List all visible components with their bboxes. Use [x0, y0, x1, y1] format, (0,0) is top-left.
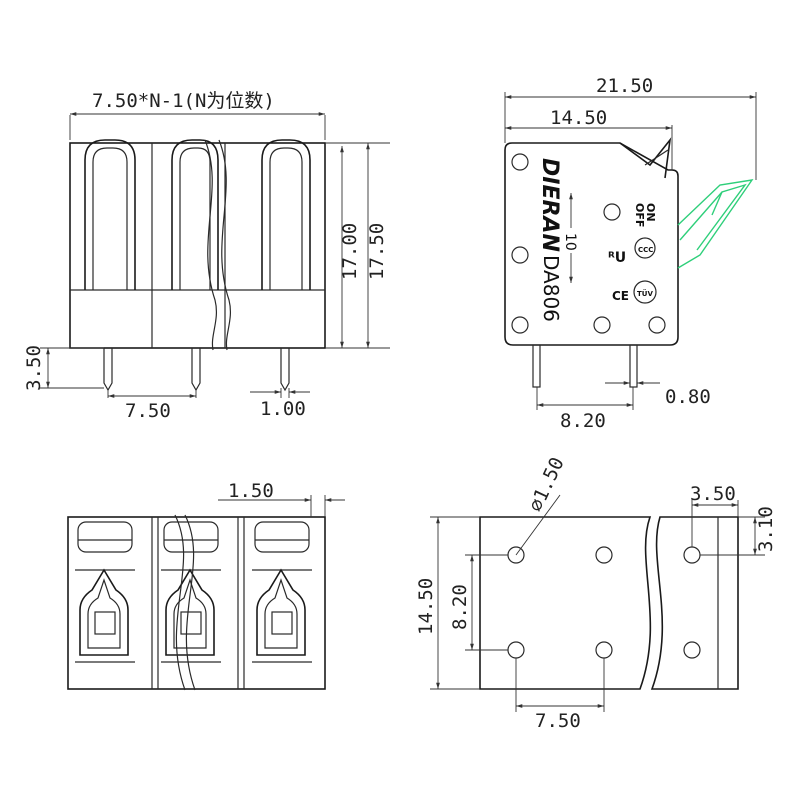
- front-view: 7.50*N-1(N为位数) 17.00 17.50 3.50 7.50 1.0…: [23, 90, 390, 422]
- wire-label: 10: [562, 233, 578, 251]
- pcb-hole-dia-label: ⌀1.50: [525, 454, 569, 515]
- break-line: [204, 139, 217, 351]
- tuv-mark-icon: [633, 280, 657, 304]
- front-pin-length-label: 3.50: [23, 345, 45, 391]
- svg-text:CCC: CCC: [638, 246, 653, 254]
- pcb-row-spacing-label: 8.20: [449, 584, 471, 630]
- front-height-outer-label: 17.50: [366, 223, 388, 280]
- side-pin-dia-label: 0.80: [665, 386, 711, 408]
- ul-mark-icon: ᴿU: [608, 250, 626, 266]
- front-pins: [103, 348, 290, 392]
- side-body-outline: [504, 142, 679, 346]
- side-branding: DIERAN 10 DA806 ON OFF: [537, 158, 657, 322]
- pcb-layout: ⌀1.50 14.50 8.20 7.50 3.50 3.10: [415, 454, 777, 732]
- front-height-inner-label: 17.00: [339, 223, 361, 280]
- top-body-outline: [67, 516, 326, 690]
- front-pitch-label: 7.50: [125, 400, 171, 422]
- top-wall-label: 1.50: [228, 480, 274, 502]
- pcb-edge-x-label: 3.50: [690, 483, 736, 505]
- front-body-outline: [69, 142, 326, 349]
- pcb-edge-y-label: 3.10: [755, 506, 777, 552]
- pcb-outline-right: [650, 516, 739, 690]
- top-view: 1.50: [67, 480, 345, 691]
- pcb-height-label: 14.50: [415, 578, 437, 635]
- brand-label: DIERAN: [537, 158, 562, 252]
- pcb-holes: [507, 546, 701, 659]
- side-pin-spacing-label: 8.20: [560, 410, 606, 432]
- off-label: OFF: [633, 203, 646, 227]
- side-body-width-label: 14.50: [550, 107, 607, 129]
- pcb-pitch-label: 7.50: [535, 710, 581, 732]
- front-lever-1: [84, 139, 136, 290]
- ce-mark-icon: CE: [612, 289, 629, 303]
- top-slot-3: [252, 521, 312, 663]
- top-slot-2: [161, 521, 221, 663]
- side-pin-2: [629, 344, 638, 388]
- side-overall-width-label: 21.50: [596, 75, 653, 97]
- side-view: DIERAN 10 DA806 ON OFF CCC TÜV ᴿU CE 21.…: [504, 75, 757, 432]
- side-holes: [511, 153, 666, 334]
- front-width-label: 7.50*N-1(N为位数): [92, 90, 275, 112]
- open-lever-outline: [677, 179, 754, 269]
- svg-text:TÜV: TÜV: [637, 289, 653, 298]
- side-pin-1: [532, 344, 541, 388]
- ccc-mark-icon: [634, 237, 656, 259]
- on-label: ON: [644, 203, 657, 222]
- front-lever-3: [261, 139, 311, 290]
- cert-marks: CCC TÜV ᴿU CE: [608, 237, 657, 304]
- pcb-outline-left: [479, 516, 652, 690]
- top-break-line: [174, 514, 186, 691]
- top-slot-1: [75, 521, 135, 663]
- front-pin-width-label: 1.00: [260, 398, 306, 420]
- model-label: DA806: [539, 255, 563, 322]
